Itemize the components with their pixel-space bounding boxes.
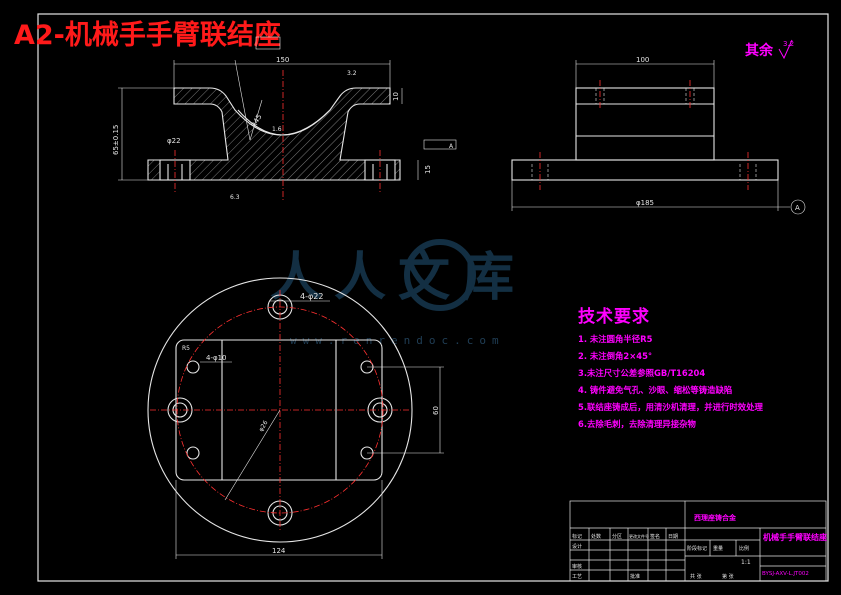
tb-label-date: 日期 bbox=[668, 534, 678, 540]
side-dimensions bbox=[511, 60, 806, 215]
tb-label-count: 处数 bbox=[591, 533, 601, 540]
tb-labels-mid: 处数 分区 更改文件号 签名 日期 bbox=[591, 533, 678, 540]
dim-height-total: 65±0.15 bbox=[112, 125, 120, 155]
front-view bbox=[147, 87, 401, 181]
tb-label-zone: 分区 bbox=[612, 533, 622, 540]
tech-item-4: 4. 铸件避免气孔、沙眼、缩松等铸造缺陷 bbox=[578, 385, 733, 395]
side-centerlines bbox=[539, 80, 749, 190]
tb-label-process: 工艺 bbox=[572, 574, 582, 580]
tb-company: 西理座铸合金 bbox=[694, 513, 737, 522]
tb-label-scale: 比例 bbox=[739, 545, 749, 552]
dim-bolt-holes-small: 4-φ10 bbox=[206, 354, 227, 362]
watermark: 人人文库 www.renrendoc.com bbox=[270, 239, 526, 347]
roughness-value: 3.2 bbox=[783, 40, 794, 48]
tb-labels-bottom: 批准 共 张 第 张 bbox=[630, 573, 734, 580]
watermark-url: www.renrendoc.com bbox=[290, 334, 505, 347]
tb-label-sheet-no: 第 张 bbox=[722, 573, 734, 580]
dim-plan-width: 124 bbox=[272, 547, 286, 555]
plan-dimensions bbox=[175, 300, 444, 559]
dim-side-width: 100 bbox=[636, 56, 649, 64]
tolerance-box bbox=[255, 36, 281, 50]
tb-scale: 1:1 bbox=[741, 559, 751, 566]
dim-depth: 6.3 bbox=[230, 194, 240, 201]
tech-item-5: 5.联结座铸成后，用清沙机清理，并进行时效处理 bbox=[578, 402, 763, 412]
datum-label: A bbox=[449, 143, 454, 150]
tb-label-total-sheets: 共 张 bbox=[690, 573, 702, 580]
dim-side-length: φ185 bbox=[636, 199, 654, 207]
tb-labels-right: 阶段标记 重量 比例 bbox=[687, 545, 749, 552]
tb-label-review: 审核 bbox=[572, 563, 582, 570]
dim-plan-height: 60 bbox=[432, 406, 440, 415]
roughness-note: 其余 bbox=[745, 42, 774, 59]
dim-base-thickness: 15 bbox=[424, 165, 432, 174]
front-body-section bbox=[147, 87, 401, 181]
side-view bbox=[511, 87, 779, 181]
dim-radius: R45 bbox=[250, 113, 264, 129]
tech-requirements-heading: 技术要求 bbox=[578, 307, 650, 327]
dim-pcd: φ26 bbox=[258, 419, 270, 433]
dim-top-width: 150 bbox=[276, 56, 289, 64]
tb-label-stage: 阶段标记 bbox=[687, 545, 707, 552]
tb-label-mark: 标记 bbox=[572, 533, 582, 540]
watermark-brand: 人人文库 bbox=[270, 248, 526, 308]
tb-part-name: 机械手手臂联结座 bbox=[763, 532, 827, 542]
tb-drawing-no: BYSJ-AXV-L.JT002 bbox=[762, 571, 809, 577]
tech-item-2: 2. 未注倒角2×45° bbox=[578, 351, 653, 361]
tb-label-weight: 重量 bbox=[713, 545, 723, 552]
drawing-border bbox=[37, 13, 829, 582]
rough-front: 3.2 bbox=[347, 70, 357, 77]
tb-label-sign: 签名 bbox=[650, 533, 660, 540]
tb-label-design: 设计 bbox=[572, 543, 582, 550]
datum-box bbox=[423, 139, 457, 150]
tech-requirements: 技术要求 1. 未注圆角半径R5 2. 未注倒角2×45° 3.未注尺寸公差参照… bbox=[578, 302, 808, 433]
drawing-title: A2-机械手手臂联结座 bbox=[14, 19, 281, 51]
dim-bolt-holes-large: 4-φ22 bbox=[300, 292, 323, 301]
dim-hole-dia-front: φ22 bbox=[167, 137, 181, 145]
tb-label-approve: 批准 bbox=[630, 573, 640, 580]
dim-corner-r: R5 bbox=[182, 345, 190, 352]
front-dimensions bbox=[118, 59, 419, 181]
roughness-symbol bbox=[778, 39, 793, 60]
title-block bbox=[569, 500, 827, 582]
side-hidden-lines bbox=[531, 88, 757, 180]
tech-item-1: 1. 未注圆角半径R5 bbox=[578, 334, 653, 344]
tb-labels-left: 标记 设计 审核 工艺 bbox=[572, 533, 582, 580]
tech-item-6: 6.去除毛刺，去除清理异接杂物 bbox=[578, 419, 696, 429]
rough-arc: 1.6 bbox=[272, 126, 282, 133]
side-datum-label: A bbox=[795, 204, 800, 212]
tb-label-change-doc: 更改文件号 bbox=[629, 533, 649, 539]
front-centerlines bbox=[174, 70, 381, 200]
tech-item-3: 3.未注尺寸公差参照GB/T16204 bbox=[578, 368, 706, 378]
dim-thickness-right: 10 bbox=[392, 92, 400, 101]
